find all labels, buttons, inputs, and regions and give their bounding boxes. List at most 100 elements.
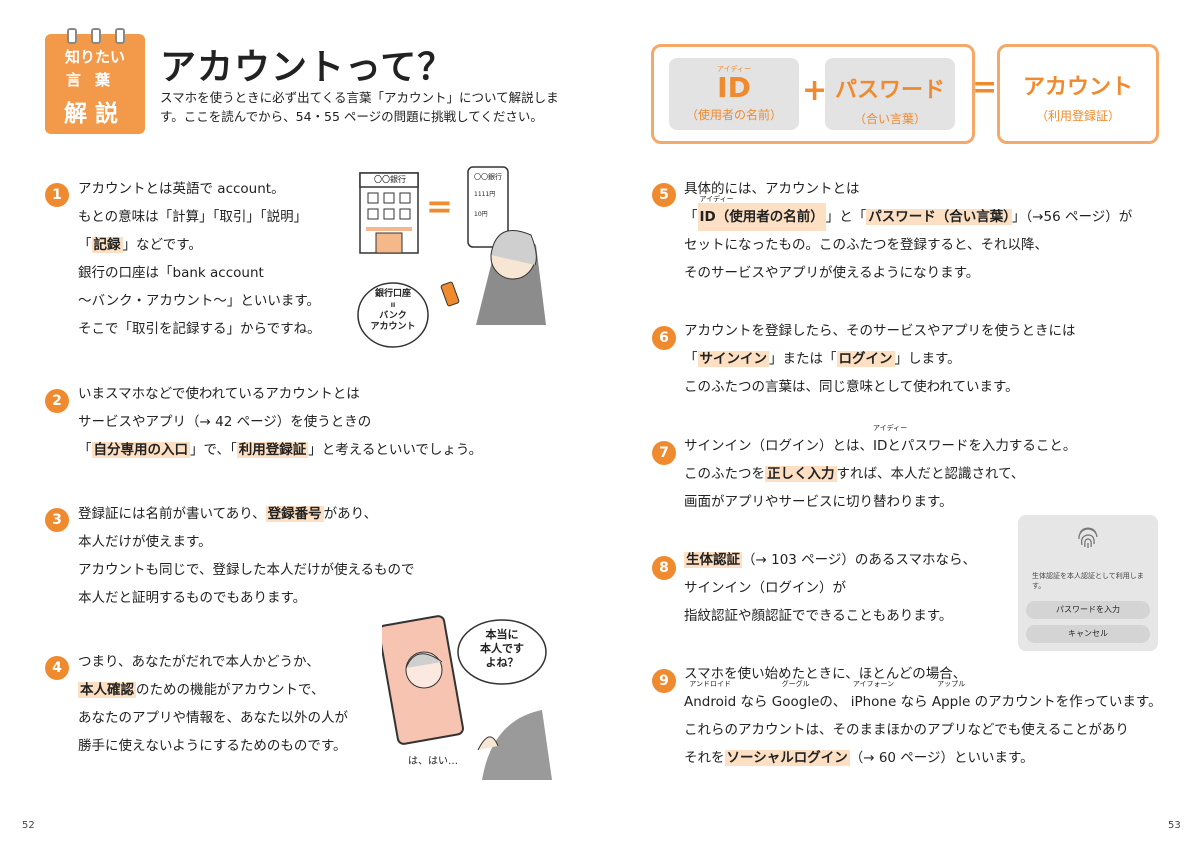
text: 」します。	[894, 351, 961, 367]
text: なら	[740, 694, 768, 710]
ruby-text: アイフォーン	[852, 680, 895, 688]
section-number-9: 9	[652, 669, 676, 693]
id-sub: （使用者の名前）	[685, 108, 782, 122]
bank-sign: 〇〇銀行	[374, 175, 406, 184]
text-line: そこで「取引を記録する」からですね。	[78, 321, 321, 337]
bubble-text: アカウント	[370, 322, 416, 332]
text-line: 画面がアプリやサービスに切り替わります。	[684, 494, 953, 510]
highlight-term: 正しく入力	[765, 466, 837, 482]
text-line: 銀行の口座は「bank account	[78, 265, 264, 281]
text: なら	[900, 694, 928, 710]
bubble-text: バンク	[379, 311, 407, 321]
text: 「	[78, 442, 92, 458]
section-2-text: いまスマホなどで使われているアカウントとは サービスやアプリ（→ 42 ページ）…	[78, 380, 578, 464]
binder-ring-icon	[67, 28, 77, 44]
text-line: アカウントも同じで、登録した本人だけが使えるもので	[78, 562, 415, 578]
plus-sign: +	[802, 73, 828, 108]
text-line: このふたつを正しく入力すれば、本人だと認識されて、	[684, 460, 1154, 488]
cancel-button[interactable]: キャンセル	[1026, 625, 1150, 643]
section-number-7: 7	[652, 441, 676, 465]
intro-text: スマホを使うときに必ず出てくる言葉「アカウント」について解説します。ここを読んで…	[160, 90, 559, 124]
highlight-term: ソーシャルログイン	[724, 750, 850, 766]
text: 」（→56 ページ）が	[1011, 209, 1133, 225]
text: とパスワードを入力すること。	[887, 438, 1077, 454]
text: 」などです。	[122, 237, 202, 253]
section-number-8: 8	[652, 556, 676, 580]
text: すれば、本人だと認識されて、	[836, 466, 1025, 482]
section-8-text: 生体認証（→ 103 ページ）のあるスマホなら、 サインイン（ログイン）が 指紋…	[684, 546, 1004, 630]
section-6-text: アカウントを登録したら、そのサービスやアプリを使うときには 「サインイン」または…	[684, 317, 1154, 401]
text-line: 具体的には、アカウントとは	[684, 181, 860, 197]
page-number-left: 52	[22, 820, 35, 831]
text: Apple	[931, 694, 971, 710]
section-number-5: 5	[652, 183, 676, 207]
bubble-text: 本人です	[480, 642, 524, 655]
enter-password-button[interactable]: パスワードを入力	[1026, 601, 1150, 619]
text-line: 生体認証（→ 103 ページ）のあるスマホなら、	[684, 546, 1004, 574]
highlight-term: 本人確認	[78, 682, 136, 698]
highlight-term: 生体認証	[684, 552, 742, 568]
section-3-text: 登録証には名前が書いてあり、登録番号があり、 本人だけが使えます。 アカウントも…	[78, 500, 498, 612]
text-line: そのサービスやアプリが使えるようになります。	[684, 265, 980, 281]
text: 登録証には名前が書いてあり、	[78, 506, 266, 522]
highlight-term: サインイン	[697, 351, 769, 367]
keyword-badge: 知りたい 言葉 解説	[45, 28, 145, 134]
equals-sign: =	[426, 187, 453, 225]
ruby-text: アンドロイド	[689, 680, 731, 688]
phone-balance-1: 1111円	[474, 191, 496, 198]
text: iPhone	[850, 694, 897, 710]
bubble-text: II	[390, 302, 396, 309]
text-line: アカウントとは英語で account。	[78, 181, 285, 197]
text: 「	[684, 351, 698, 367]
text-line: ～バンク・アカウント～」といいます。	[78, 293, 321, 309]
text-line: 指紋認証や顔認証でできることもあります。	[684, 608, 953, 624]
text-line: 本人確認のための機能がアカウントで、	[78, 676, 398, 704]
phone-header: 〇〇銀行	[474, 173, 502, 181]
text: があり、	[323, 506, 378, 522]
text-line: 「サインイン」または「ログイン」します。	[684, 345, 1154, 373]
text: ID（使用者の名前）	[699, 209, 824, 225]
highlight-term: 自分専用の入口	[91, 442, 190, 458]
text: 」と「	[825, 209, 867, 225]
text-line: アカウントを登録したら、そのサービスやアプリを使うときには	[684, 323, 1076, 339]
section-number-2: 2	[45, 389, 69, 413]
bubble-text: よね？	[485, 656, 519, 669]
binder-ring-icon	[91, 28, 101, 44]
bubble-text: 銀行口座	[374, 289, 411, 299]
ruby-text: アイディー	[699, 195, 734, 203]
illustration-caption: は、はい…	[408, 756, 458, 767]
text: （→ 60 ページ）といいます。	[849, 750, 1034, 766]
highlight-term: ログイン	[836, 351, 895, 367]
phone-face-illustration	[378, 615, 552, 780]
ruby-text: アップル	[937, 680, 966, 688]
text-line: いまスマホなどで使われているアカウントとは	[78, 386, 360, 402]
text-line: 勝手に使えないようにするためのものです。	[78, 738, 347, 754]
text-line: セットになったもの。このふたつを登録すると、それ以降、	[684, 237, 1048, 253]
text: サインイン（ログイン）とは、	[684, 438, 873, 454]
highlight-term: 記録	[91, 237, 123, 253]
badge-line2: 言葉	[65, 71, 124, 89]
section-number-4: 4	[45, 656, 69, 680]
text: Android	[684, 694, 737, 710]
dialog-message: 生体認証を本人認証として利用します。	[1032, 572, 1144, 590]
highlight-term: パスワード（合い言葉）	[866, 209, 1012, 225]
id-tile: アイディー ID （使用者の名前）	[669, 58, 799, 130]
text-line: あなたのアプリや情報を、あなた以外の人が	[78, 710, 348, 726]
formula-box: アイディー ID （使用者の名前） + パスワード （合い言葉）	[651, 44, 975, 144]
text-line: このふたつの言葉は、同じ意味として使われています。	[684, 379, 1019, 395]
bank-illustration: 〇〇銀行 〇〇銀行 1111円 10円 = 銀行口座 II バンク アカウント	[356, 165, 556, 355]
equals-sign: =	[972, 70, 998, 105]
account-sub: （利用登録証）	[1035, 109, 1120, 123]
android-term: アンドロイド Android	[684, 680, 737, 716]
text: Google	[771, 694, 820, 710]
fingerprint-icon	[1078, 527, 1098, 548]
iphone-term: アイフォーン iPhone	[850, 680, 897, 716]
highlight-term: アイディー ID（使用者の名前）	[697, 195, 826, 231]
password-label: パスワード	[834, 78, 945, 103]
text-line: もとの意味は「計算」「取引」「説明」	[78, 209, 308, 225]
identity-check-illustration: 本当に 本人です よね？ は、はい…	[378, 610, 552, 785]
highlight-term: 利用登録証	[236, 442, 309, 458]
